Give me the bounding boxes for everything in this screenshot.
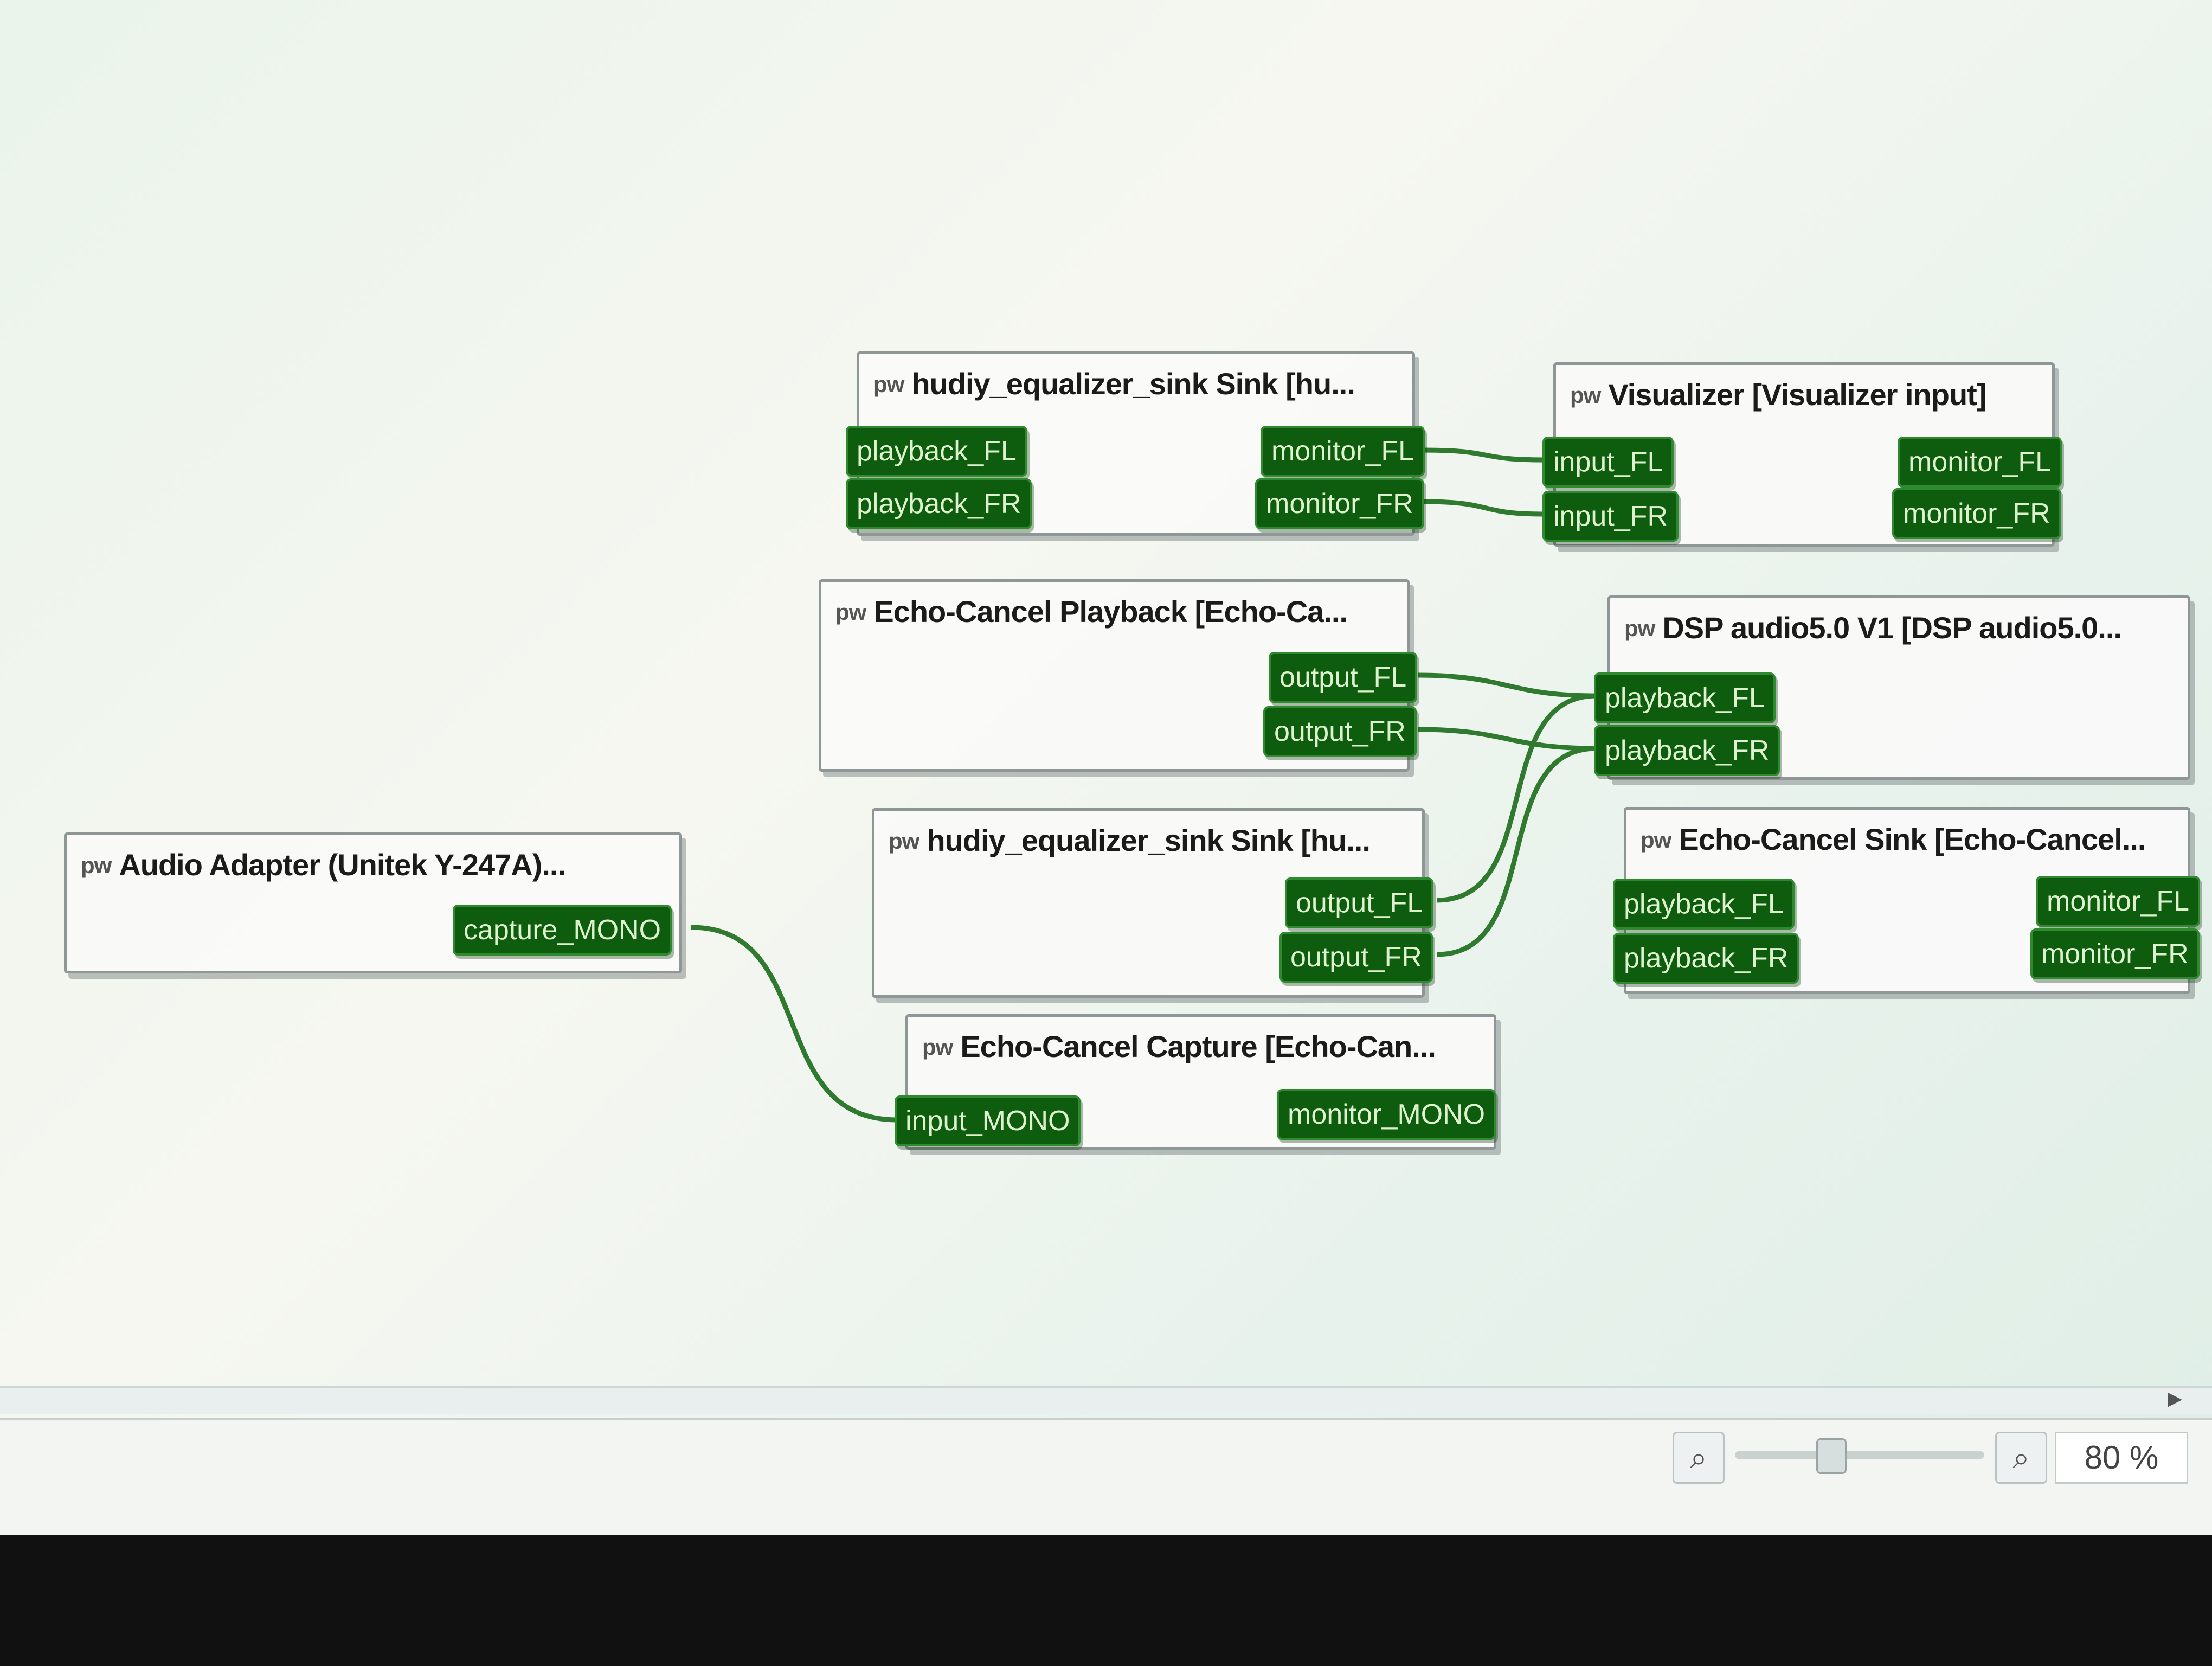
node-title-text: hudiy_equalizer_sink Sink [hu... xyxy=(927,823,1371,857)
wire-hudiy2-output-fl-to-dsp-playback-fl[interactable] xyxy=(1436,693,1597,903)
node-title: pw DSP audio5.0 V1 [DSP audio5.0... xyxy=(1624,610,2177,645)
port-input-fr[interactable]: input_FR xyxy=(1542,491,1679,542)
zoom-value[interactable]: 80 % xyxy=(2055,1432,2188,1484)
port-output-fl[interactable]: output_FL xyxy=(1285,877,1434,928)
pipewire-icon: pw xyxy=(835,599,866,625)
port-output-fr[interactable]: output_FR xyxy=(1279,932,1433,983)
node-title: pw Echo-Cancel Sink [Echo-Cancel... xyxy=(1641,822,2177,857)
port-capture-mono[interactable]: capture_MONO xyxy=(453,905,672,956)
wire-echo-playback-output-fr-to-dsp-playback-fr[interactable] xyxy=(1417,727,1597,751)
pipewire-icon: pw xyxy=(1624,616,1655,641)
node-title-text: hudiy_equalizer_sink Sink [hu... xyxy=(911,367,1355,401)
pipewire-icon: pw xyxy=(1570,382,1601,408)
port-monitor-fr[interactable]: monitor_FR xyxy=(1892,488,2061,539)
pipewire-icon: pw xyxy=(81,853,112,878)
wire-hudiy2-output-fr-to-dsp-playback-fr[interactable] xyxy=(1436,746,1597,957)
patchbay-window: pw hudiy_equalizer_sink Sink [hu... playb… xyxy=(0,0,2212,1535)
port-monitor-fl[interactable]: monitor_FL xyxy=(1261,426,1425,477)
port-playback-fr[interactable]: playback_FR xyxy=(1613,933,1799,984)
port-output-fr[interactable]: output_FR xyxy=(1263,706,1417,757)
port-playback-fr[interactable]: playback_FR xyxy=(1594,725,1780,776)
horizontal-scrollbar[interactable] xyxy=(0,1386,2212,1414)
node-title-text: Visualizer [Visualizer input] xyxy=(1608,377,1986,412)
zoom-slider-track[interactable] xyxy=(1735,1451,1984,1459)
node-title: pw hudiy_equalizer_sink Sink [hu... xyxy=(889,823,1411,858)
node-title-text: Echo-Cancel Sink [Echo-Cancel... xyxy=(1679,822,2146,856)
node-title: pw Audio Adapter (Unitek Y-247A)... xyxy=(81,847,668,882)
pipewire-icon: pw xyxy=(922,1034,953,1060)
node-title-text: Echo-Cancel Playback [Echo-Ca... xyxy=(873,594,1348,629)
scroll-right-arrow-icon[interactable]: ▶ xyxy=(2168,1388,2183,1409)
port-input-fl[interactable]: input_FL xyxy=(1542,437,1674,488)
connections-layer xyxy=(691,447,1597,1123)
zoom-slider-handle[interactable] xyxy=(1816,1438,1847,1474)
zoom-out-icon[interactable]: ⌕ xyxy=(1673,1432,1725,1484)
wire-hudiy1-monitor-fr-to-visualizer-input-fr[interactable] xyxy=(1423,499,1546,517)
node-title-text: Audio Adapter (Unitek Y-247A)... xyxy=(119,848,566,882)
status-bar xyxy=(0,1418,2212,1535)
pipewire-icon: pw xyxy=(1641,827,1671,853)
wire-hudiy1-monitor-fl-to-visualizer-input-fl[interactable] xyxy=(1423,447,1546,463)
node-title: pw hudiy_equalizer_sink Sink [hu... xyxy=(873,366,1401,401)
pipewire-icon: pw xyxy=(889,828,919,854)
port-monitor-mono[interactable]: monitor_MONO xyxy=(1277,1089,1496,1140)
node-title-text: DSP audio5.0 V1 [DSP audio5.0... xyxy=(1662,611,2122,645)
graph-canvas[interactable]: pw hudiy_equalizer_sink Sink [hu... playb… xyxy=(0,0,2212,1394)
port-playback-fl[interactable]: playback_FL xyxy=(846,426,1027,477)
port-playback-fr[interactable]: playback_FR xyxy=(846,478,1032,529)
wire-adapter-capture-mono-to-echo-capture-input-mono[interactable] xyxy=(691,925,898,1123)
port-playback-fl[interactable]: playback_FL xyxy=(1594,672,1776,723)
zoom-in-icon[interactable]: ⌕ xyxy=(1995,1432,2047,1484)
pipewire-icon: pw xyxy=(873,371,904,397)
wire-echo-playback-output-fl-to-dsp-playback-fl[interactable] xyxy=(1417,672,1597,699)
port-monitor-fl[interactable]: monitor_FL xyxy=(1898,437,2062,488)
node-title: pw Echo-Cancel Playback [Echo-Ca... xyxy=(835,594,1396,629)
node-title: pw Visualizer [Visualizer input] xyxy=(1570,377,2041,412)
port-input-mono[interactable]: input_MONO xyxy=(895,1095,1081,1146)
node-title: pw Echo-Cancel Capture [Echo-Can... xyxy=(922,1029,1483,1064)
port-output-fl[interactable]: output_FL xyxy=(1269,652,1418,703)
node-title-text: Echo-Cancel Capture [Echo-Can... xyxy=(960,1029,1436,1063)
port-monitor-fl[interactable]: monitor_FL xyxy=(2036,876,2200,927)
port-monitor-fr[interactable]: monitor_FR xyxy=(2030,928,2200,979)
port-monitor-fr[interactable]: monitor_FR xyxy=(1255,478,1424,529)
port-playback-fl[interactable]: playback_FL xyxy=(1613,879,1795,930)
